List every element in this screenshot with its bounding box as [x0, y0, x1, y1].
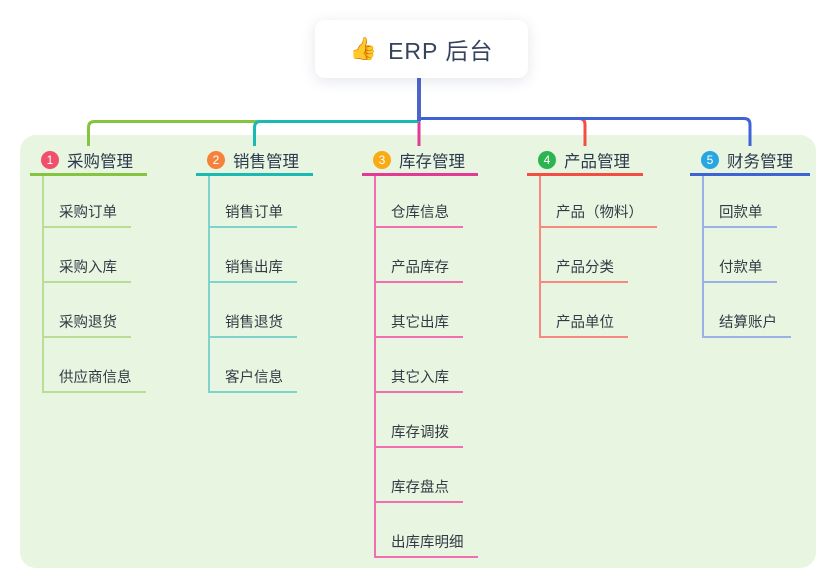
- root-node[interactable]: 👍 ERP 后台: [315, 20, 528, 78]
- item-label: 回款单: [719, 205, 763, 221]
- branch-inventory: 3 库存管理 仓库信息 产品库存 其它出库 其它入库 库存调拨 库存盘点 出库库…: [362, 146, 478, 558]
- branch-item[interactable]: 销售退货: [210, 283, 297, 338]
- branch-label: 产品管理: [564, 152, 630, 171]
- branch-item[interactable]: 库存盘点: [376, 448, 463, 503]
- badge-5-icon: 5: [701, 150, 719, 169]
- branch-item[interactable]: 产品单位: [541, 283, 628, 338]
- item-label: 产品库存: [391, 260, 449, 276]
- branch-subtree: 产品（物料） 产品分类 产品单位: [539, 176, 657, 338]
- branch-finance: 5 财务管理 回款单 付款单 结算账户: [690, 146, 810, 338]
- branch-sales: 2 销售管理 销售订单 销售出库 销售退货 客户信息: [196, 146, 313, 393]
- item-label: 产品（物料）: [556, 205, 643, 221]
- root-label: ERP 后台: [388, 38, 494, 64]
- branch-subtree: 仓库信息 产品库存 其它出库 其它入库 库存调拨 库存盘点 出库库明细: [374, 176, 478, 558]
- item-label: 销售退货: [225, 315, 283, 331]
- item-label: 结算账户: [719, 315, 777, 331]
- item-label: 销售出库: [225, 260, 283, 276]
- branch-item[interactable]: 付款单: [704, 228, 777, 283]
- branch-item[interactable]: 产品（物料）: [541, 176, 657, 228]
- item-label: 出库库明细: [391, 535, 464, 551]
- item-label: 产品单位: [556, 315, 614, 331]
- branch-item[interactable]: 供应商信息: [44, 338, 146, 393]
- badge-1-icon: 1: [41, 150, 59, 169]
- item-label: 产品分类: [556, 260, 614, 276]
- item-label: 销售订单: [225, 205, 283, 221]
- item-label: 库存调拨: [391, 425, 449, 441]
- item-label: 付款单: [719, 260, 763, 276]
- item-label: 其它入库: [391, 370, 449, 386]
- branch-item[interactable]: 采购入库: [44, 228, 131, 283]
- branch-item[interactable]: 产品分类: [541, 228, 628, 283]
- branch-label: 库存管理: [399, 152, 465, 171]
- branch-item[interactable]: 库存调拨: [376, 393, 463, 448]
- branch-subtree: 回款单 付款单 结算账户: [702, 176, 791, 338]
- branch-item[interactable]: 仓库信息: [376, 176, 463, 228]
- branch-label: 采购管理: [67, 152, 133, 171]
- item-label: 客户信息: [225, 370, 283, 386]
- item-label: 采购入库: [59, 260, 117, 276]
- branch-item[interactable]: 产品库存: [376, 228, 463, 283]
- branch-purchase: 1 采购管理 采购订单 采购入库 采购退货 供应商信息: [30, 146, 147, 393]
- branch-header[interactable]: 3 库存管理: [362, 146, 478, 176]
- item-label: 供应商信息: [59, 370, 132, 386]
- badge-3-icon: 3: [373, 150, 391, 169]
- branch-item[interactable]: 回款单: [704, 176, 777, 228]
- branch-header[interactable]: 1 采购管理: [30, 146, 147, 176]
- branches-container: [20, 135, 816, 568]
- branch-header[interactable]: 2 销售管理: [196, 146, 313, 176]
- item-label: 采购退货: [59, 315, 117, 331]
- branch-label: 销售管理: [233, 152, 299, 171]
- branch-item[interactable]: 其它入库: [376, 338, 463, 393]
- branch-header[interactable]: 4 产品管理: [527, 146, 643, 176]
- branch-item[interactable]: 其它出库: [376, 283, 463, 338]
- branch-item[interactable]: 客户信息: [210, 338, 297, 393]
- badge-2-icon: 2: [207, 150, 225, 169]
- item-label: 采购订单: [59, 205, 117, 221]
- branch-product: 4 产品管理 产品（物料） 产品分类 产品单位: [527, 146, 657, 338]
- item-label: 其它出库: [391, 315, 449, 331]
- branch-item[interactable]: 结算账户: [704, 283, 791, 338]
- branch-item[interactable]: 出库库明细: [376, 503, 478, 558]
- branch-subtree: 采购订单 采购入库 采购退货 供应商信息: [42, 176, 146, 393]
- branch-header[interactable]: 5 财务管理: [690, 146, 810, 176]
- branch-subtree: 销售订单 销售出库 销售退货 客户信息: [208, 176, 297, 393]
- item-label: 仓库信息: [391, 205, 449, 221]
- thumbs-up-icon: 👍: [349, 36, 379, 61]
- badge-4-icon: 4: [538, 150, 556, 169]
- item-label: 库存盘点: [391, 480, 449, 496]
- branch-item[interactable]: 销售订单: [210, 176, 297, 228]
- branch-item[interactable]: 采购退货: [44, 283, 131, 338]
- branch-item[interactable]: 销售出库: [210, 228, 297, 283]
- branch-item[interactable]: 采购订单: [44, 176, 131, 228]
- branch-label: 财务管理: [727, 152, 793, 171]
